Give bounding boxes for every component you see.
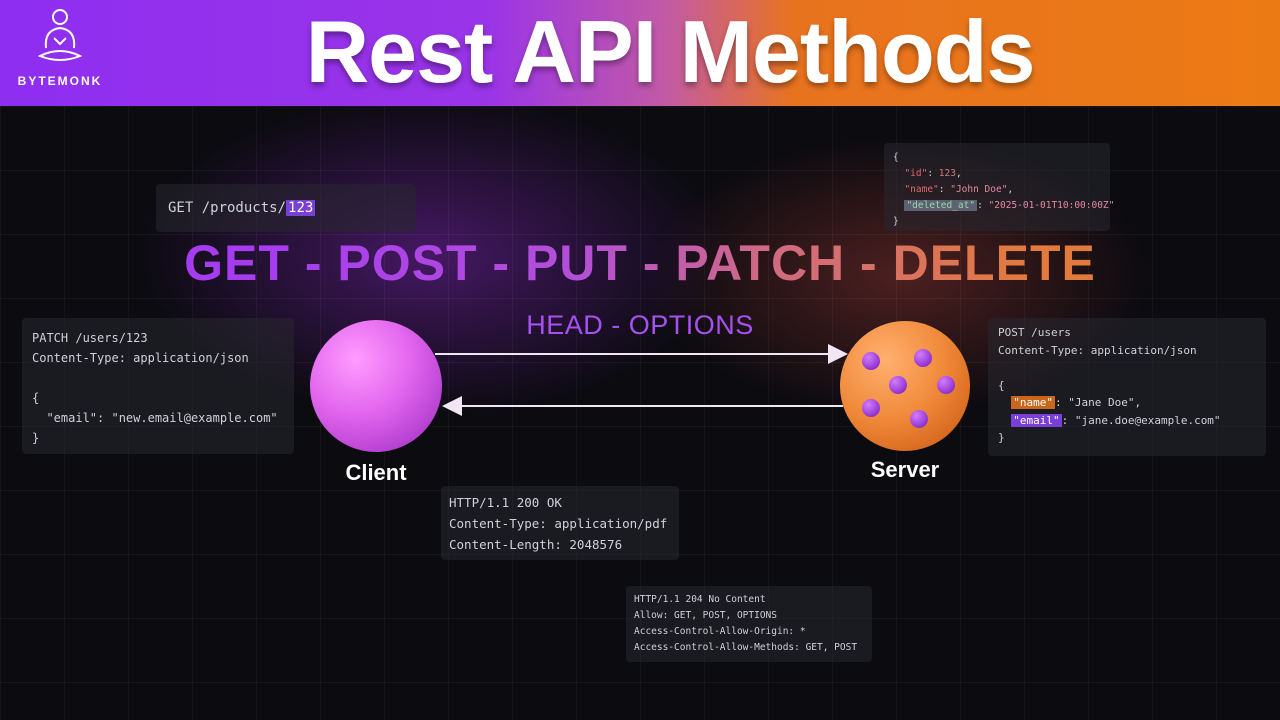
server-label: Server bbox=[870, 457, 940, 482]
get-request-id: 123 bbox=[286, 200, 316, 216]
brand-logo: BYTEMONK bbox=[10, 8, 110, 98]
patch-body: "email": "new.email@example.com" bbox=[32, 411, 278, 425]
json-val-name: "John Doe" bbox=[950, 184, 1008, 195]
post-open: { bbox=[998, 378, 1005, 392]
primary-methods-heading: GET - POST - PUT - PATCH - DELETE bbox=[0, 234, 1280, 292]
get-response-snippet: HTTP/1.1 200 OK Content-Type: application… bbox=[441, 486, 679, 560]
get-response-line-2: Content-Type: application/pdf bbox=[449, 516, 668, 531]
server-dot bbox=[914, 349, 932, 367]
get-request-snippet: GET /products/123 bbox=[156, 184, 416, 232]
patch-open: { bbox=[32, 391, 40, 405]
get-response-line-3: Content-Length: 2048576 bbox=[449, 537, 623, 552]
server-dot bbox=[889, 376, 907, 394]
client-label: Client bbox=[345, 460, 407, 485]
server-dot bbox=[862, 399, 880, 417]
server-dot bbox=[937, 376, 955, 394]
secondary-methods-heading: HEAD - OPTIONS bbox=[526, 310, 754, 340]
server-dot bbox=[910, 410, 928, 428]
json-key-id: "id" bbox=[904, 168, 928, 179]
get-request-path: GET /products/ bbox=[168, 200, 287, 216]
page-title: Rest API Methods bbox=[305, 2, 1036, 101]
server-dot bbox=[862, 352, 880, 370]
server-dots bbox=[862, 349, 955, 428]
post-line-2: Content-Type: application/json bbox=[998, 343, 1197, 357]
patch-line-2: Content-Type: application/json bbox=[32, 351, 249, 365]
options-line-3: Access-Control-Allow-Origin: * bbox=[634, 626, 806, 637]
post-val-email: "jane.doe@example.com" bbox=[1074, 413, 1221, 427]
brand-name: BYTEMONK bbox=[17, 74, 103, 88]
patch-line-1: PATCH /users/123 bbox=[32, 331, 148, 345]
title-banner: BYTEMONK Rest API Methods bbox=[0, 0, 1280, 106]
post-close: } bbox=[998, 431, 1005, 444]
monk-icon bbox=[38, 9, 82, 61]
json-key-deleted-at: "deleted_at" bbox=[904, 200, 978, 211]
diagram-area: GET /products/123 { "id": 123, "name": "… bbox=[0, 106, 1280, 720]
post-val-name: "Jane Doe", bbox=[1068, 396, 1142, 409]
options-line-2: Allow: GET, POST, OPTIONS bbox=[634, 610, 777, 621]
json-val-deleted-at: "2025-01-01T10:00:00Z" bbox=[988, 200, 1115, 211]
json-close: } bbox=[893, 216, 899, 227]
get-response-line-1: HTTP/1.1 200 OK bbox=[449, 495, 562, 510]
post-line-1: POST /users bbox=[998, 326, 1071, 339]
delete-response-snippet: { "id": 123, "name": "John Doe", "delete… bbox=[884, 143, 1114, 231]
options-line-4: Access-Control-Allow-Methods: GET, POST bbox=[634, 642, 858, 653]
json-open: { bbox=[893, 152, 899, 163]
patch-close: } bbox=[32, 431, 40, 445]
json-key-name: "name" bbox=[904, 184, 939, 195]
client-server-diagram bbox=[310, 320, 970, 452]
json-val-id: 123 bbox=[938, 168, 956, 179]
post-key-email: "email" bbox=[1011, 413, 1062, 427]
post-key-name: "name" bbox=[1011, 396, 1055, 409]
client-node bbox=[310, 320, 442, 452]
options-line-1: HTTP/1.1 204 No Content bbox=[634, 594, 766, 605]
